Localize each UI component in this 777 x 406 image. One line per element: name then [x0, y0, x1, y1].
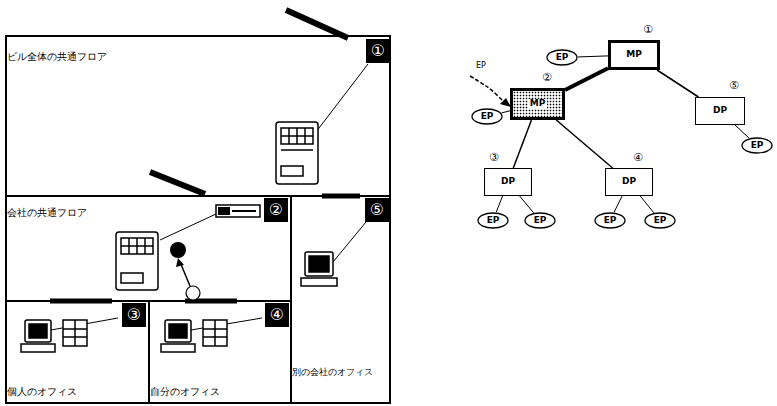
ep-ellipse: EP [644, 212, 676, 229]
callout-number: ① [366, 39, 390, 63]
tree-number: ④ [632, 152, 644, 163]
callout-number: ⑤ [365, 198, 389, 222]
floor-room: 会社の共通フロア [5, 195, 292, 302]
node-label: EP [554, 53, 571, 63]
room-label: 別の会社のオフィス [292, 367, 386, 378]
tree-connector [565, 68, 608, 90]
tree-connector [578, 56, 608, 57]
room-label: 会社の共通フロア [7, 207, 274, 219]
room-label: 自分のオフィス [150, 386, 284, 398]
ep-ellipse: EP [594, 212, 626, 229]
node-label: EP [479, 112, 496, 122]
ep-ellipse: EP [477, 212, 509, 229]
mp-box: MP [510, 88, 565, 120]
node-label: EP [749, 141, 766, 151]
dp-box: DP [605, 168, 653, 196]
floor-room: ビル全体の共通フロア [5, 35, 391, 197]
mp-box: MP [608, 40, 660, 70]
tree-number: ② [541, 72, 553, 83]
door-bar [150, 172, 205, 194]
node-label: EP [485, 216, 502, 226]
node-label: MP [528, 99, 548, 109]
key-icon [216, 205, 260, 217]
node-label: EP [602, 216, 619, 226]
node-label: DP [499, 177, 517, 187]
tree-connector [614, 196, 622, 212]
incoming-arrow [470, 76, 511, 107]
callout-number: ④ [265, 303, 289, 327]
ep-ellipse: EP [524, 212, 556, 229]
ep-note: EP [476, 62, 486, 70]
callout-number: ② [264, 198, 288, 222]
node-dots [170, 242, 200, 300]
tree-connector [513, 120, 531, 168]
ep-ellipse: EP [546, 49, 578, 66]
node-label: EP [652, 216, 669, 226]
server-icon [116, 214, 216, 290]
tree-connector [657, 70, 698, 97]
node-label: DP [620, 177, 638, 187]
node-label: EP [532, 216, 549, 226]
tree-connector [502, 111, 510, 113]
ep-ellipse: EP [741, 137, 773, 154]
tree-number: ③ [488, 152, 500, 163]
floor-room: 別の会社のオフィス [290, 195, 391, 404]
dp-box: DP [695, 97, 745, 125]
tree-connector [735, 125, 749, 138]
tree-connector [520, 196, 534, 213]
ep-ellipse: EP [471, 108, 503, 125]
door-bar [286, 10, 348, 38]
tree-number: ⑤ [728, 80, 740, 91]
tree-connector [640, 196, 653, 213]
pc-icons [21, 222, 366, 352]
callout-number: ③ [122, 303, 146, 327]
tree-number: ① [642, 24, 654, 35]
tree-connector [496, 196, 502, 212]
room-label: 個人のオフィス [7, 386, 144, 398]
dp-box: DP [484, 168, 532, 196]
server-icon [276, 64, 368, 184]
node-label: MP [624, 50, 644, 60]
node-label: DP [711, 106, 729, 116]
room-label: ビル全体の共通フロア [7, 51, 367, 63]
tree-connector [556, 120, 612, 168]
